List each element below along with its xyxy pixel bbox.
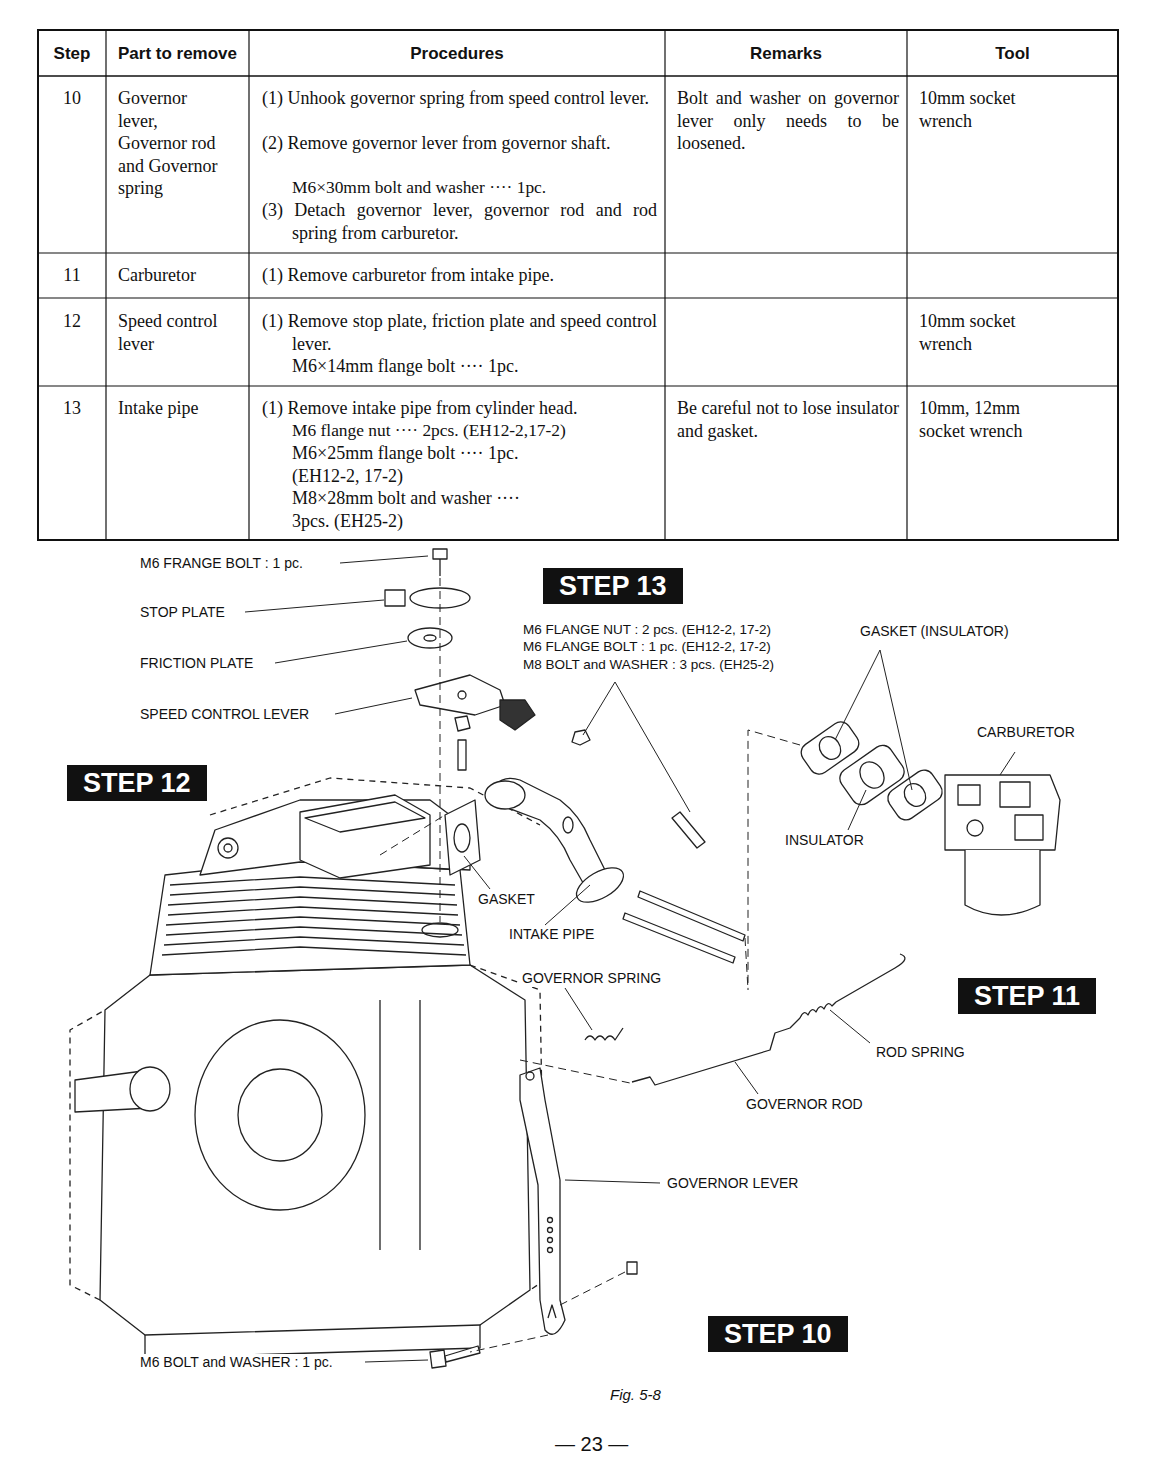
- leader-lines: [245, 556, 1015, 1362]
- procedure-text: (1) Remove intake pipe from cylinder hea…: [262, 397, 657, 420]
- step-title: STEP 13: [559, 571, 667, 601]
- page-number: — 23 —: [555, 1432, 628, 1456]
- engine-drawing: [70, 778, 545, 1358]
- procedure-text: (2) Remove governor lever from governor …: [262, 132, 657, 155]
- part-label: STOP PLATE: [138, 604, 227, 621]
- step-title: STEP 10: [724, 1319, 832, 1349]
- procedure-text: (1) Remove stop plate, friction plate an…: [262, 310, 657, 355]
- step-box: STEP 12: [67, 765, 207, 801]
- step-number: 10: [38, 87, 106, 110]
- table-header: Remarks: [665, 44, 907, 64]
- step-number: 11: [38, 264, 106, 287]
- table-header: Step: [38, 44, 106, 64]
- part-label: M6 FLANGE BOLT : 1 pc. (EH12-2, 17-2): [521, 638, 773, 655]
- part-label: GASKET: [476, 891, 537, 908]
- part-label: GOVERNOR SPRING: [520, 970, 663, 987]
- table-grid: [38, 30, 1118, 540]
- part-label: GASKET (INSULATOR): [858, 623, 1011, 640]
- procedure-text: (3) Detach governor lever, governor rod …: [262, 199, 657, 244]
- figure-caption: Fig. 5-8: [610, 1386, 661, 1404]
- procedure-text: M8×28mm bolt and washer ···· 3pcs. (EH25…: [292, 487, 527, 532]
- step-box: STEP 11: [958, 978, 1096, 1014]
- part-label: INSULATOR: [783, 832, 866, 849]
- step-title: STEP 11: [974, 981, 1080, 1011]
- procedure-text: M6×30mm bolt and washer ···· 1pc.: [292, 177, 652, 199]
- step-number: 12: [38, 310, 106, 333]
- part-label: FRICTION PLATE: [138, 655, 255, 672]
- table-header: Procedures: [249, 44, 665, 64]
- part-label: GOVERNOR ROD: [744, 1096, 865, 1113]
- procedure-text: (1) Unhook governor spring from speed co…: [262, 87, 657, 110]
- part-label: SPEED CONTROL LEVER: [138, 706, 311, 723]
- remark-cell: Be careful not to lose insulator and gas…: [677, 397, 899, 442]
- step-number: 13: [38, 397, 106, 420]
- part-cell: Carburetor: [118, 264, 243, 287]
- part-label: M8 BOLT and WASHER : 3 pcs. (EH25-2): [521, 656, 776, 673]
- procedure-text: (1) Remove carburetor from intake pipe.: [262, 264, 657, 287]
- table-header: Tool: [907, 44, 1118, 64]
- part-label: ROD SPRING: [874, 1044, 967, 1061]
- procedure-text: M6 flange nut ···· 2pcs. (EH12-2,17-2): [292, 420, 652, 442]
- table-header: Part to remove: [106, 44, 249, 64]
- part-label: M6 FLANGE NUT : 2 pcs. (EH12-2, 17-2): [521, 621, 773, 638]
- step-box: STEP 13: [543, 568, 683, 604]
- tool-cell: 10mm socket wrench: [919, 310, 1034, 355]
- step-title: STEP 12: [83, 768, 191, 798]
- procedure-text: M6×25mm flange bolt ···· 1pc. (EH12-2, 1…: [292, 442, 542, 487]
- part-cell: Governor lever, Governor rod and Governo…: [118, 87, 230, 200]
- tool-cell: 10mm, 12mm socket wrench: [919, 397, 1034, 442]
- part-label: INTAKE PIPE: [507, 926, 596, 943]
- remark-cell: Bolt and washer on governor lever only n…: [677, 87, 899, 155]
- part-cell: Intake pipe: [118, 397, 243, 420]
- step-box: STEP 10: [708, 1316, 848, 1352]
- alignment-lines: [380, 578, 800, 1352]
- part-label: CARBURETOR: [975, 724, 1077, 741]
- part-label: GOVERNOR LEVER: [665, 1175, 800, 1192]
- tool-cell: 10mm socket wrench: [919, 87, 1034, 132]
- procedure-text: M6×14mm flange bolt ···· 1pc.: [292, 355, 652, 378]
- part-label: M6 BOLT and WASHER : 1 pc.: [138, 1354, 335, 1371]
- part-label: M6 FRANGE BOLT : 1 pc.: [138, 555, 305, 572]
- parts: [385, 549, 1060, 1368]
- part-cell: Speed control lever: [118, 310, 230, 355]
